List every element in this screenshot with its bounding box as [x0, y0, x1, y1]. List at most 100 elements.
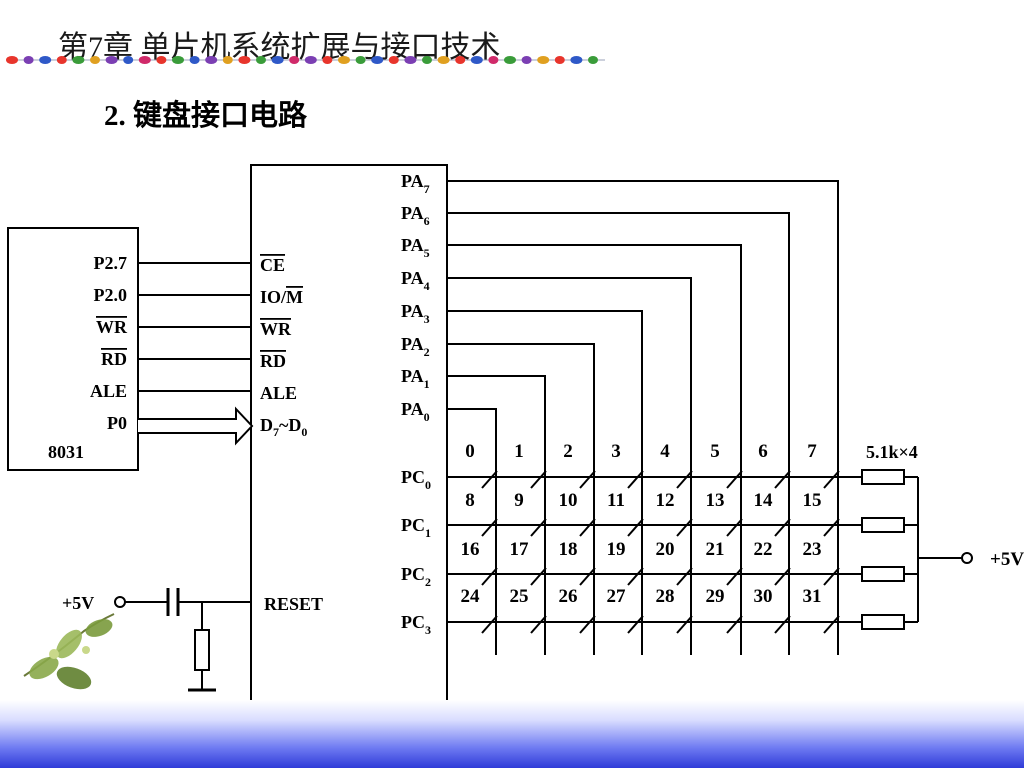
key-label-24: 24 [461, 586, 481, 607]
key-label-18: 18 [559, 539, 578, 560]
key-switch-3 [627, 470, 644, 489]
bead-divider [6, 56, 605, 64]
pa-label-6-sub: 6 [424, 214, 430, 228]
bead-22 [371, 56, 384, 64]
chip-left-pin-2: WR [260, 319, 292, 339]
key-label-5: 5 [710, 441, 720, 462]
key-label-0: 0 [465, 441, 475, 462]
bead-24 [404, 56, 417, 64]
key-switch-28 [676, 615, 693, 634]
key-label-1: 1 [514, 441, 524, 462]
pa-label-0-base: PA [401, 399, 424, 419]
key-switch-25 [530, 615, 547, 634]
bead-8 [138, 56, 151, 64]
pullup-resistor-3 [861, 614, 905, 630]
bead-16 [271, 56, 284, 64]
pa-label-0: PA0 [401, 399, 430, 424]
pa-label-1-sub: 1 [424, 377, 430, 391]
chip-left-pin-0-part-0: CE [260, 255, 285, 275]
chip-left-pin-3-part-0: RD [260, 351, 286, 371]
bead-3 [56, 56, 67, 64]
pa-wire-7 [447, 180, 839, 655]
key-label-13: 13 [706, 490, 725, 511]
pa-wire-1 [447, 375, 546, 655]
key-switch-18 [579, 567, 596, 586]
key-label-26: 26 [559, 586, 578, 607]
bead-15 [256, 56, 266, 64]
bead-4 [72, 56, 85, 64]
key-label-7: 7 [807, 441, 817, 462]
bead-19 [322, 56, 333, 64]
pa-label-3: PA3 [401, 301, 430, 326]
key-label-29: 29 [706, 586, 725, 607]
key-label-31: 31 [803, 586, 822, 607]
vcc-terminal-right [961, 552, 973, 564]
pa-label-4-sub: 4 [424, 279, 430, 293]
chip-left-pin-1-part-1: M [286, 287, 303, 307]
pa-label-2-base: PA [401, 334, 424, 354]
bead-27 [455, 56, 466, 64]
mcu-pin-label-2-part-0: WR [96, 317, 128, 337]
bead-6 [105, 56, 118, 64]
mcu-name: 8031 [48, 442, 84, 462]
chip-left-pin-5-part-1: 7 [273, 425, 279, 439]
key-label-8: 8 [465, 490, 475, 511]
key-switch-29 [726, 615, 743, 634]
bead-31 [521, 56, 532, 64]
key-switch-6 [774, 470, 791, 489]
bead-33 [554, 56, 565, 64]
bead-0 [6, 56, 18, 64]
pa-label-4: PA4 [401, 268, 430, 293]
pa-label-4-base: PA [401, 268, 424, 288]
key-switch-11 [627, 518, 644, 537]
mcu-pin-label-1-part-0: P2.0 [94, 285, 128, 305]
bead-1 [23, 56, 34, 64]
bead-10 [172, 56, 184, 64]
pc-label-1: PC1 [401, 515, 431, 540]
pc-label-0: PC0 [401, 467, 431, 492]
key-switch-5 [726, 470, 743, 489]
pa-label-2: PA2 [401, 334, 430, 359]
chip-left-pin-2-part-0: WR [260, 319, 292, 339]
key-label-10: 10 [559, 490, 578, 511]
bead-32 [537, 56, 550, 64]
bead-28 [470, 56, 483, 64]
bead-7 [123, 56, 134, 64]
mcu-8031-box [7, 227, 139, 471]
key-switch-26 [579, 615, 596, 634]
key-switch-7 [823, 470, 840, 489]
pa-label-5-sub: 5 [424, 246, 430, 260]
key-switch-15 [823, 518, 840, 537]
chip-left-pin-0: CE [260, 255, 285, 275]
bottom-gradient-band [0, 700, 1024, 768]
key-label-19: 19 [607, 539, 626, 560]
pc-label-0-sub: 0 [425, 478, 431, 492]
key-label-11: 11 [607, 490, 625, 511]
key-switch-13 [726, 518, 743, 537]
chip-left-pin-5-part-2: ~D [279, 415, 301, 435]
bead-11 [189, 56, 200, 64]
key-label-15: 15 [803, 490, 822, 511]
key-label-30: 30 [754, 586, 773, 607]
pa-label-6: PA6 [401, 203, 430, 228]
bead-34 [570, 56, 583, 64]
pc-label-2-base: PC [401, 564, 425, 584]
leaf-sprig-icon [23, 613, 115, 690]
bead-23 [388, 56, 399, 64]
mcu-pin-label-0-part-0: P2.7 [94, 253, 128, 273]
chip-left-pin-1-part-0: IO/ [260, 287, 287, 307]
vcc-label-left: +5V [62, 593, 94, 613]
key-label-27: 27 [607, 586, 627, 607]
chip-left-pin-1: IO/M [260, 287, 303, 307]
key-switch-0 [481, 470, 498, 489]
pc-label-2: PC2 [401, 564, 431, 589]
pa-label-7-sub: 7 [424, 182, 430, 196]
chip-left-pin-5-part-3: 0 [301, 425, 307, 439]
chip-left-pin-3: RD [260, 351, 286, 371]
pc-label-1-sub: 1 [425, 526, 431, 540]
pa-label-3-base: PA [401, 301, 424, 321]
key-switch-9 [530, 518, 547, 537]
key-switch-16 [481, 567, 498, 586]
key-switch-31 [823, 615, 840, 634]
key-label-21: 21 [706, 539, 725, 560]
